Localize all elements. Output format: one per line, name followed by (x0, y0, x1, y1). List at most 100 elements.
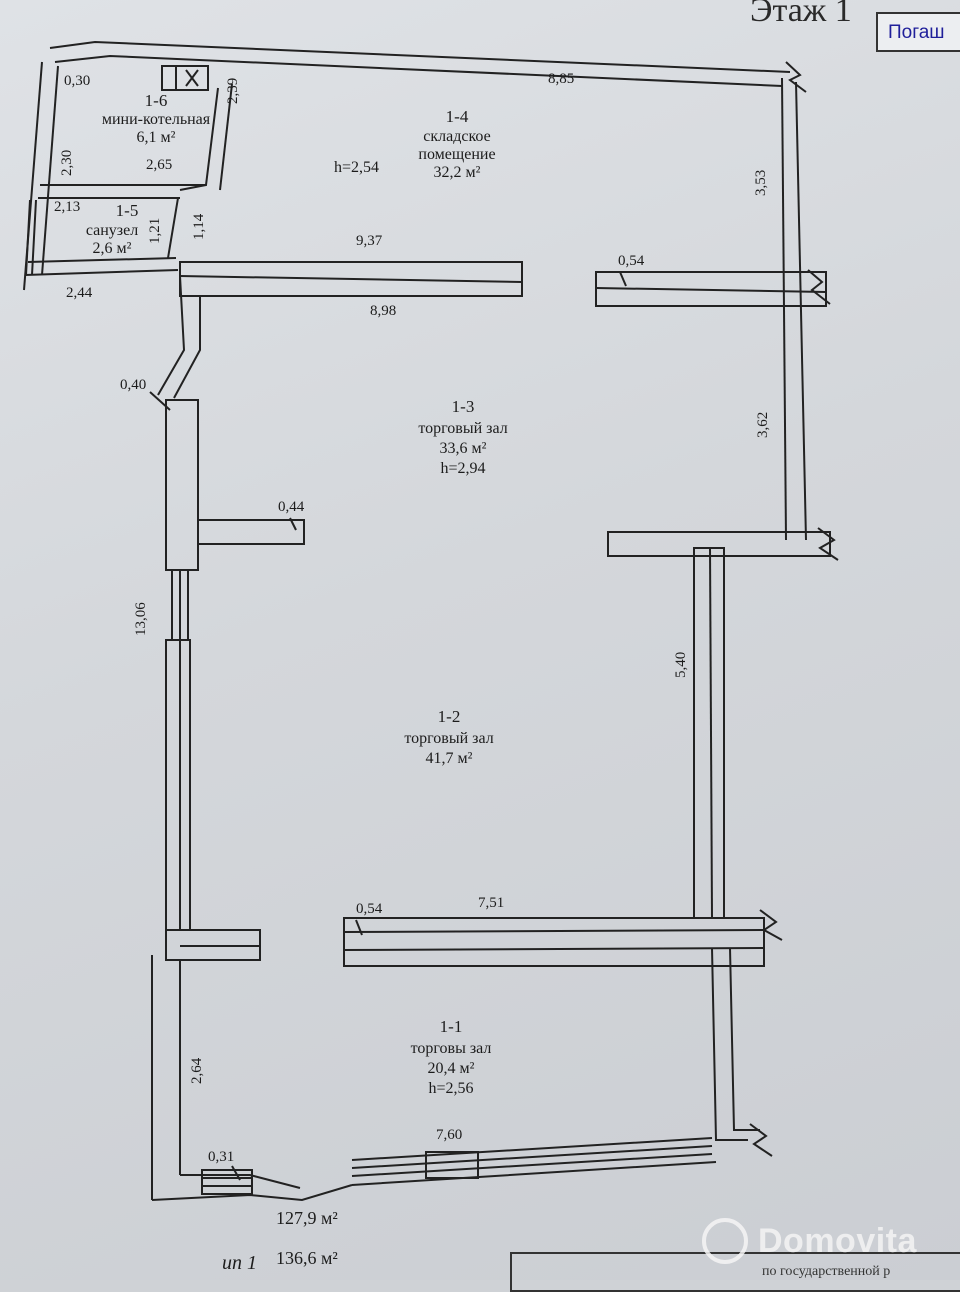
dim-937: 9,37 (356, 233, 383, 249)
room-1-4-height: h=2,54 (334, 159, 380, 176)
dim-265: 2,65 (146, 157, 173, 173)
total-area-2: 136,6 м² (276, 1248, 338, 1268)
dim-030: 0,30 (64, 73, 91, 89)
dim-054a: 0,54 (618, 253, 645, 269)
dim-751: 7,51 (478, 895, 505, 911)
wall-wc-bottom2 (24, 269, 179, 276)
room-name: торговы зал (410, 1040, 492, 1057)
dim-213: 2,13 (54, 199, 81, 215)
room-1-4: 1-4 складское помещение 32,2 м² (392, 108, 522, 181)
wall-right-upper-inner (795, 81, 807, 541)
break-mark-5 (749, 1123, 773, 1157)
wall-left-inner (41, 65, 59, 276)
dim-362: 3,62 (755, 411, 771, 438)
wall-right-upper-outer (781, 77, 787, 541)
break-mark-3 (817, 527, 839, 561)
floor-title: Этаж 1 (750, 0, 852, 29)
dim-885: 8,85 (548, 71, 575, 87)
room-area: 6,1 м² (136, 129, 176, 146)
wall-partition-121 (343, 917, 765, 967)
dim-353: 3,53 (753, 169, 769, 196)
room-area: 20,4 м² (427, 1060, 475, 1077)
room-id: 1-2 (437, 707, 461, 726)
dim-540: 5,40 (673, 651, 689, 678)
dim-239: 2,39 (225, 77, 241, 104)
wall-partition-121-inner (343, 929, 765, 951)
window-bottom-right-lines (351, 1145, 713, 1177)
room-1-2: 1-2 торговый зал 41,7 м² (384, 708, 514, 767)
room-1-5: 1-5 санузел 2,6 м² (52, 202, 172, 257)
room-id: 1-3 (451, 397, 475, 416)
wall-left-13-outer (157, 275, 201, 399)
status-badge: Погаш (876, 12, 960, 52)
wall-partition-132 (607, 531, 831, 557)
room-name: санузел (85, 222, 139, 239)
window-bottom-left (201, 1169, 253, 1195)
wall-stub-044 (197, 519, 305, 545)
wall-bottom-right (351, 1137, 717, 1186)
room-id: 1-4 (445, 107, 469, 126)
dim-898: 8,98 (370, 303, 397, 319)
dim-044: 0,44 (278, 499, 305, 515)
wall-wc-right (167, 197, 179, 259)
wall-right-11 (711, 947, 760, 1141)
break-mark-1 (785, 61, 807, 93)
room-name-line2: помещение (418, 146, 496, 163)
totals-label: ип 1 (222, 1252, 257, 1274)
dim-264: 2,64 (189, 1057, 205, 1084)
dim-230: 2,30 (59, 149, 75, 176)
room-height: h=2,94 (440, 460, 486, 477)
door-bottom (425, 1151, 479, 1179)
room-id: 1-1 (439, 1017, 463, 1036)
dim-031: 0,31 (208, 1149, 235, 1165)
room-area: 41,7 м² (425, 750, 473, 767)
room-area: 33,6 м² (439, 440, 487, 457)
dim-1306: 13,06 (133, 602, 149, 636)
room-1-3: 1-3 торговый зал 33,6 м² h=2,94 (398, 398, 528, 477)
room-name: торговый зал (404, 730, 494, 747)
watermark-logo-icon (702, 1218, 748, 1264)
wall-boiler-right2 (219, 83, 233, 191)
room-id: 1-6 (144, 91, 168, 110)
room-name: мини-котельная (101, 111, 211, 128)
wall-right-12 (693, 547, 725, 919)
wall-wc-left (25, 199, 37, 276)
wall-partition-right-inner (595, 287, 827, 293)
wall-top-outer (49, 40, 791, 73)
room-area: 2,6 м² (92, 240, 132, 257)
room-1-6: 1-6 мини-котельная 6,1 м² (96, 92, 216, 146)
footer-stamp-text: по государственной р (762, 1264, 891, 1279)
wall-wc-bottom (27, 257, 177, 263)
dim-tick-031 (231, 1165, 241, 1181)
room-name: торговый зал (418, 420, 508, 437)
window-left (171, 570, 189, 640)
room-height: h=2,56 (428, 1080, 474, 1097)
watermark: Domovita (758, 1222, 917, 1260)
wall-top-inner (54, 54, 783, 87)
break-mark-2 (807, 269, 831, 305)
dim-040: 0,40 (120, 377, 147, 393)
dim-tick-040 (149, 391, 171, 411)
wall-bottom-step (180, 1174, 301, 1189)
dim-tick-054a (619, 271, 627, 287)
wall-bottom-left (151, 1184, 353, 1202)
dim-tick-044 (289, 517, 297, 531)
total-area-1: 127,9 м² (276, 1208, 338, 1228)
boiler-icon (161, 65, 209, 91)
break-mark-4 (759, 909, 783, 941)
dim-054b: 0,54 (356, 901, 383, 917)
room-area: 32,2 м² (433, 164, 481, 181)
dim-760: 7,60 (436, 1127, 463, 1143)
wall-right-12-inner (709, 547, 713, 919)
wall-left-12 (165, 639, 191, 931)
status-badge-label: Погаш (888, 22, 945, 43)
wall-partition-left-inner (179, 275, 523, 350)
dim-tick-054b (355, 919, 363, 936)
room-1-1: 1-1 торговы зал 20,4 м² h=2,56 (386, 1018, 516, 1097)
wall-left-11 (151, 955, 181, 1200)
dim-114: 1,14 (191, 213, 207, 240)
wall-left-13 (165, 399, 199, 571)
dim-244: 2,44 (66, 285, 93, 301)
